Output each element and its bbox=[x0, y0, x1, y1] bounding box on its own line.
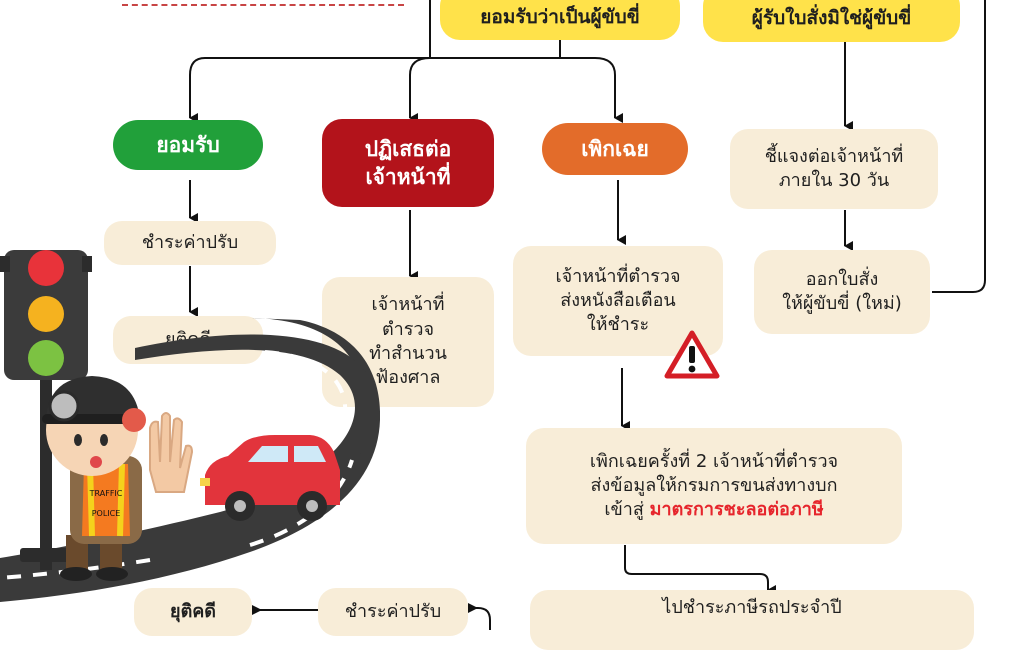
ignore-warning-line2: ส่งหนังสือเตือน bbox=[560, 289, 676, 311]
refuse-court-line4: ฟ้องศาล bbox=[375, 367, 441, 389]
explain-officer-line1: ชี้แจงต่อเจ้าหน้าที่ bbox=[764, 145, 904, 167]
not-driver-box: ผู้รับใบสั่งมิใช่ผู้ขับขี่ bbox=[703, 0, 960, 42]
connector-right-loop bbox=[932, 0, 986, 293]
ignore-second-line2: ส่งข้อมูลให้กรมการขนส่งทางบก bbox=[590, 474, 838, 496]
flow-connectors bbox=[189, 0, 986, 630]
arrow-second-to-tax bbox=[624, 545, 776, 595]
traffic-illustration: TRAFFIC POLICE bbox=[0, 250, 380, 602]
option-refuse-line2: เจ้าหน้าที่ bbox=[365, 165, 451, 189]
reissue-ticket-line2: ให้ผู้ขับขี่ (ใหม่) bbox=[782, 293, 902, 314]
option-refuse-line1: ปฏิเสธต่อ bbox=[364, 136, 452, 161]
option-accept-label: ยอมรับ bbox=[156, 132, 220, 157]
arrow-to-refuse bbox=[409, 57, 431, 123]
refuse-court-line1: เจ้าหน้าที่ bbox=[371, 294, 445, 316]
ignore-warning-line3: ให้ชำระ bbox=[586, 314, 650, 336]
bottom-case-closed-text: ยุติคดี bbox=[170, 600, 216, 622]
arrow-into-bottom-pay bbox=[468, 603, 491, 630]
ignore-second-time-box: เพิกเฉยครั้งที่ 2 เจ้าหน้าที่ตำรวจ ส่งข้… bbox=[526, 428, 902, 544]
road-icon bbox=[0, 318, 380, 602]
traffic-light-icon bbox=[0, 250, 92, 570]
arrow-to-accept bbox=[189, 57, 206, 123]
ignore-warning-line1: เจ้าหน้าที่ตำรวจ bbox=[555, 265, 681, 287]
accept-driver-text: ยอมรับว่าเป็นผู้ขับขี่ bbox=[480, 6, 640, 29]
annual-tax-box: ไปชำระภาษีรถประจำปี bbox=[530, 590, 974, 650]
arrow-to-ignore bbox=[594, 57, 623, 123]
ignore-second-line1: เพิกเฉยครั้งที่ 2 เจ้าหน้าที่ตำรวจ bbox=[589, 450, 839, 472]
bottom-pay-fine-text: ชำระค่าปรับ bbox=[344, 600, 442, 622]
warning-icon bbox=[664, 330, 720, 379]
accept-pay-fine-box: ชำระค่าปรับ bbox=[104, 221, 276, 265]
accept-driver-box: ยอมรับว่าเป็นผู้ขับขี่ bbox=[440, 0, 680, 40]
top-dashed-divider bbox=[122, 0, 404, 6]
tax-suspension-highlight: มาตรการชะลอต่อภาษี bbox=[649, 499, 824, 521]
accept-pay-fine-text: ชำระค่าปรับ bbox=[141, 231, 239, 253]
reissue-ticket-line1: ออกใบสั่ง bbox=[805, 268, 879, 290]
car-icon bbox=[200, 435, 340, 521]
option-ignore-label: เพิกเฉย bbox=[581, 136, 649, 161]
explain-officer-box: ชี้แจงต่อเจ้าหน้าที่ ภายใน 30 วัน bbox=[730, 129, 938, 209]
svg-text:POLICE: POLICE bbox=[92, 509, 121, 518]
bottom-pay-fine-box: ชำระค่าปรับ bbox=[318, 588, 468, 636]
ignore-second-prefix: เข้าสู่ bbox=[604, 499, 644, 521]
reissue-ticket-box: ออกใบสั่ง ให้ผู้ขับขี่ (ใหม่) bbox=[754, 250, 930, 334]
not-driver-text: ผู้รับใบสั่งมิใช่ผู้ขับขี่ bbox=[751, 7, 912, 30]
explain-officer-line2: ภายใน 30 วัน bbox=[778, 170, 890, 191]
option-ignore: เพิกเฉย bbox=[542, 123, 688, 175]
refuse-court-line3: ทำสำนวน bbox=[369, 343, 447, 364]
bottom-case-closed-box: ยุติคดี bbox=[134, 588, 252, 636]
option-refuse: ปฏิเสธต่อ เจ้าหน้าที่ bbox=[322, 119, 494, 207]
police-officer-icon: TRAFFIC POLICE bbox=[42, 376, 194, 581]
annual-tax-text: ไปชำระภาษีรถประจำปี bbox=[662, 597, 842, 618]
refuse-court-line2: ตำรวจ bbox=[381, 318, 435, 340]
svg-text:TRAFFIC: TRAFFIC bbox=[89, 489, 123, 498]
option-accept: ยอมรับ bbox=[113, 120, 263, 170]
ignore-second-line3: เข้าสู่ มาตรการชะลอต่อภาษี bbox=[604, 498, 823, 522]
